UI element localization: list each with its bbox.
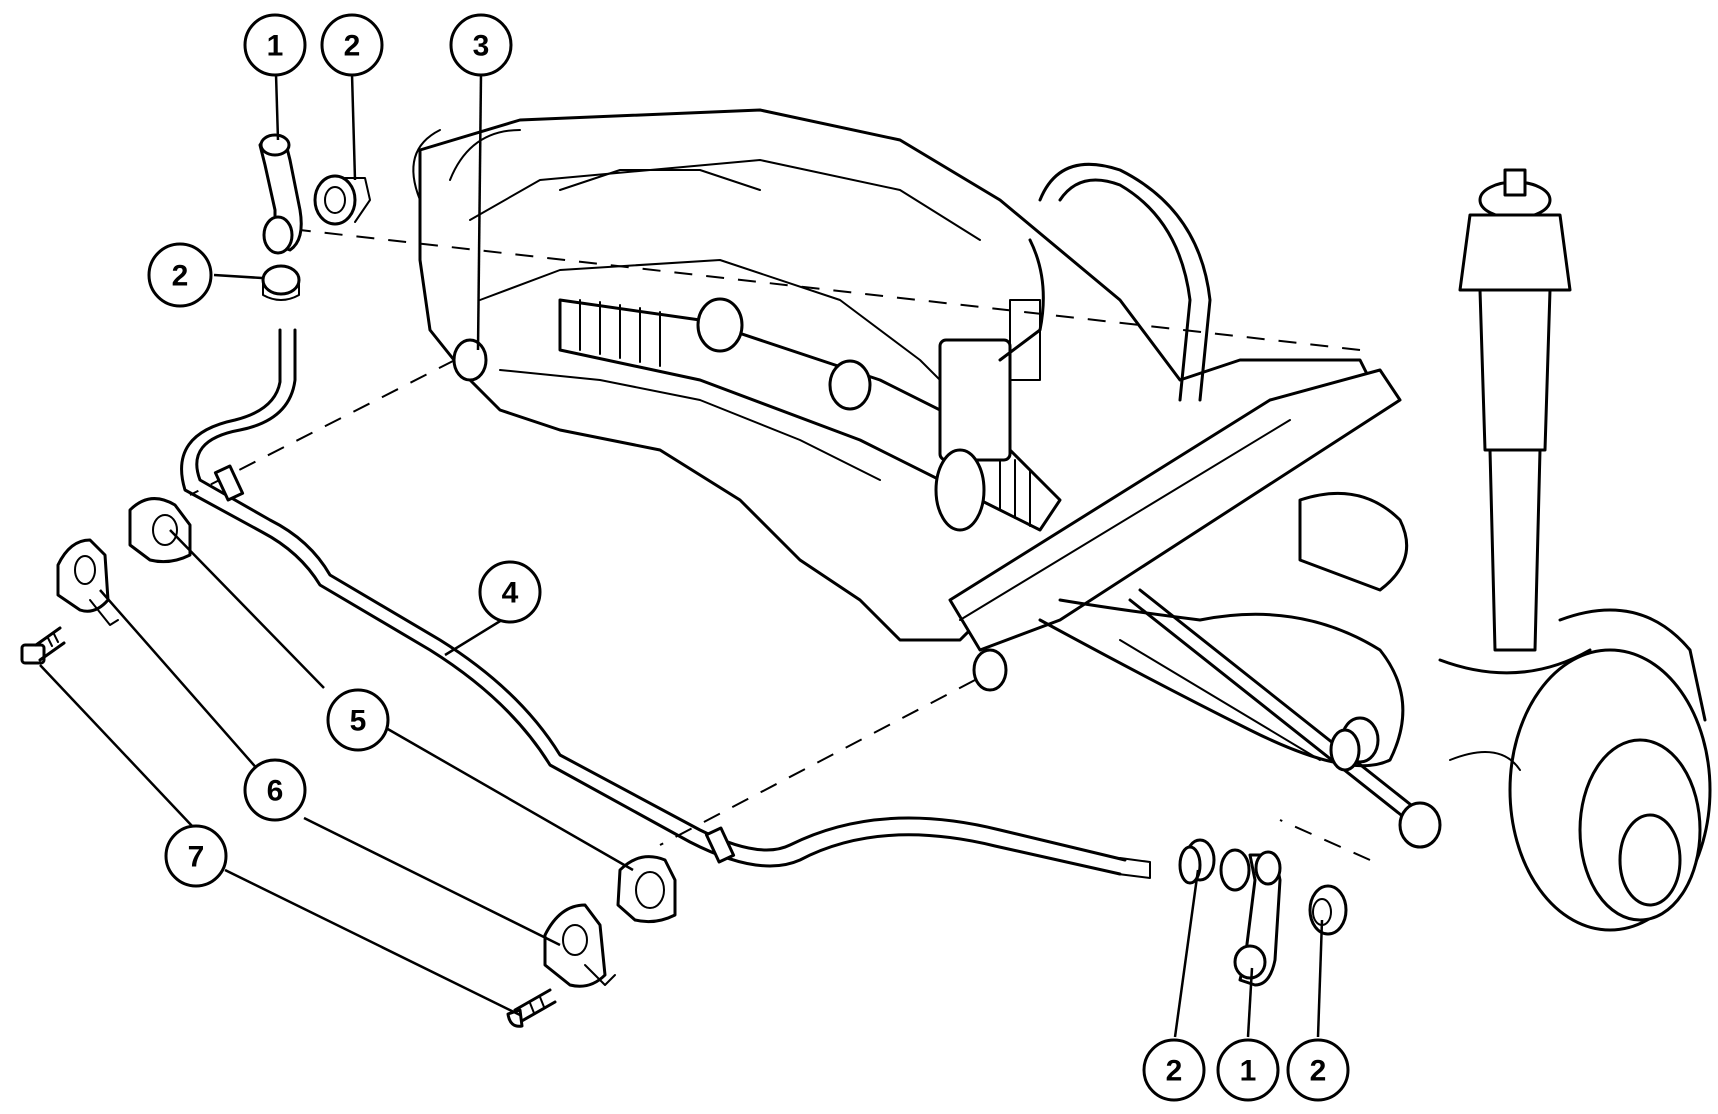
callout-4: 4 xyxy=(478,560,542,624)
strut-assembly xyxy=(1438,168,1592,675)
stabilizer-link-top xyxy=(258,133,303,255)
callout-number: 6 xyxy=(267,775,284,808)
front-crossmember xyxy=(412,108,1382,642)
callout-number: 2 xyxy=(172,260,189,293)
callout-2-left: 2 xyxy=(147,242,213,308)
link-bushing-top-left xyxy=(261,264,301,301)
steering-rack xyxy=(558,297,1062,532)
callout-2-bottom-right: 2 xyxy=(1286,1038,1350,1102)
bar-bracket-left xyxy=(56,538,119,626)
bar-bushing-right xyxy=(616,855,677,924)
crossmember-beam xyxy=(452,338,1402,692)
callout-2-top: 2 xyxy=(320,13,384,77)
link-bushing-bottom-left xyxy=(1178,838,1216,885)
callout-6: 6 xyxy=(243,758,307,822)
link-bushing-bottom-right xyxy=(1308,884,1348,936)
callout-number: 1 xyxy=(267,30,284,63)
stabilizer-bar xyxy=(180,328,1151,879)
callout-2-bottom-left: 2 xyxy=(1142,1038,1206,1102)
callout-number: 2 xyxy=(344,30,361,63)
power-steering-hoses xyxy=(998,162,1212,402)
brake-rotor-hub xyxy=(1449,608,1712,932)
bar-bracket-right xyxy=(543,903,616,988)
callout-5: 5 xyxy=(326,688,390,752)
callout-number: 4 xyxy=(502,577,519,610)
callout-1-bottom: 1 xyxy=(1216,1038,1280,1102)
callout-1-top: 1 xyxy=(243,13,307,77)
bracket-bolt-right xyxy=(506,988,557,1028)
callout-leaders xyxy=(39,73,1324,1038)
callout-number: 2 xyxy=(1310,1055,1327,1088)
callout-number: 1 xyxy=(1240,1055,1257,1088)
callout-number: 3 xyxy=(473,30,490,63)
callout-number: 2 xyxy=(1166,1055,1183,1088)
callout-number: 5 xyxy=(350,705,367,738)
link-bushing-top-right xyxy=(313,174,371,226)
stabilizer-link-bottom xyxy=(1219,848,1282,987)
callout-number: 7 xyxy=(188,841,205,874)
bar-bushing-left xyxy=(128,497,192,564)
callout-7: 7 xyxy=(164,824,228,888)
tie-rod xyxy=(1128,588,1442,849)
bracket-bolt-left xyxy=(20,626,66,665)
callout-3: 3 xyxy=(449,13,513,77)
assembly-guide-lines xyxy=(189,229,1371,861)
